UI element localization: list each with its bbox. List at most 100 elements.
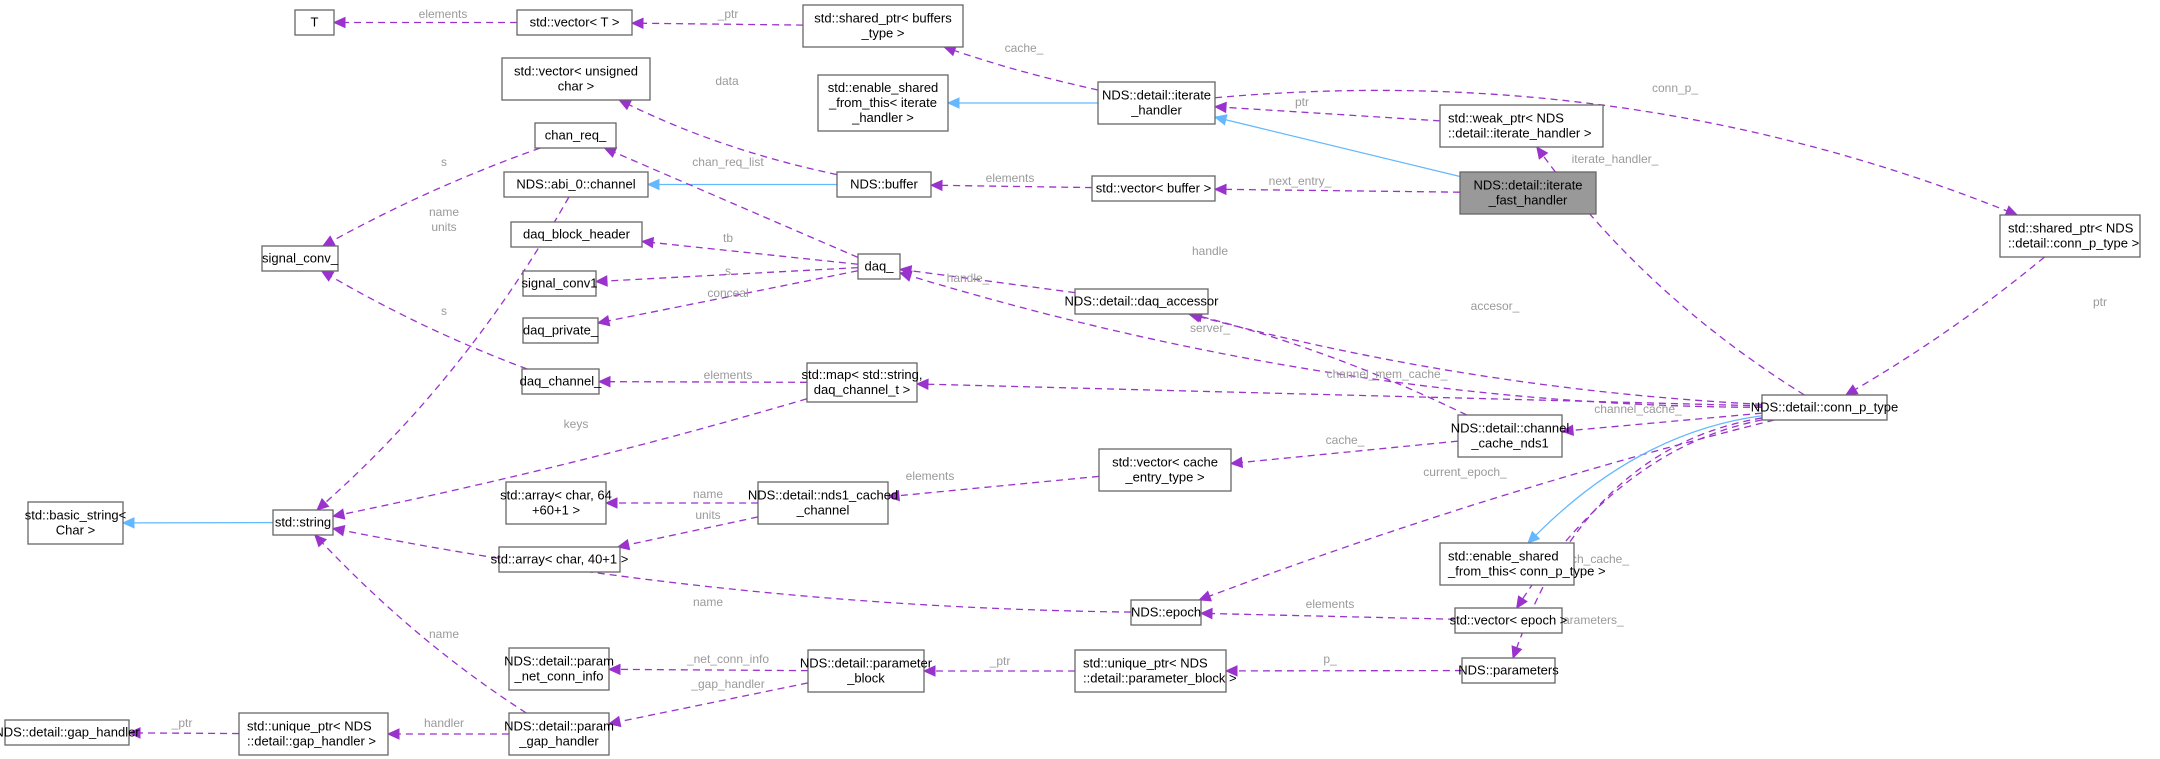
- node-box[interactable]: [757, 481, 889, 525]
- node-box[interactable]: [1457, 414, 1563, 458]
- edge-line: [898, 475, 1100, 497]
- class-node-arr64[interactable]: std::array< char, 64+60+1 >: [500, 481, 612, 525]
- class-node-sigconv1[interactable]: signal_conv1: [522, 270, 598, 297]
- node-box[interactable]: [498, 546, 621, 573]
- class-node-chcache[interactable]: NDS::detail::channel_cache_nds1: [1451, 414, 1570, 458]
- node-box[interactable]: [534, 122, 617, 149]
- node-box[interactable]: [516, 9, 633, 36]
- class-node-pgap[interactable]: NDS::detail::param_gap_handler: [504, 712, 614, 756]
- node-box[interactable]: [1439, 104, 1604, 148]
- node-box[interactable]: [836, 171, 932, 198]
- node-box[interactable]: [522, 270, 597, 297]
- class-node-uptrpblock[interactable]: std::unique_ptr< NDS::detail::parameter_…: [1074, 649, 1237, 693]
- class-node-channel[interactable]: NDS::abi_0::channel: [503, 171, 649, 198]
- class-node-esft_conn[interactable]: std::enable_shared_from_this< conn_p_typ…: [1439, 542, 1606, 586]
- class-node-string[interactable]: std::string: [272, 509, 334, 536]
- class-node-params[interactable]: NDS::parameters: [1458, 657, 1559, 684]
- edge-connp-to-chcache: channel_cache_: [1560, 402, 1763, 437]
- inheritance-arrowhead-icon: [646, 178, 660, 191]
- node-box[interactable]: [522, 317, 599, 344]
- node-box[interactable]: [4, 719, 130, 746]
- node-box[interactable]: [1454, 607, 1563, 634]
- node-box[interactable]: [1130, 599, 1202, 626]
- class-node-stdmap[interactable]: std::map< std::string,daq_channel_t >: [801, 362, 923, 403]
- node-box[interactable]: [1459, 171, 1597, 215]
- node-box[interactable]: [806, 362, 918, 403]
- class-node-basicstr[interactable]: std::basic_string<Char >: [25, 501, 127, 545]
- class-node-arr40[interactable]: std::array< char, 40+1 >: [491, 546, 629, 573]
- class-node-connp[interactable]: NDS::detail::conn_p_type: [1751, 394, 1898, 421]
- class-node-shconn[interactable]: std::shared_ptr< NDS::detail::conn_p_typ…: [1999, 214, 2141, 258]
- class-node-buffer[interactable]: NDS::buffer: [836, 171, 932, 198]
- node-box[interactable]: [802, 4, 964, 48]
- class-node-daq[interactable]: daq_: [857, 253, 901, 280]
- node-box[interactable]: [1439, 542, 1575, 586]
- class-node-veccache[interactable]: std::vector< cache_entry_type >: [1098, 448, 1232, 492]
- class-node-gaph[interactable]: NDS::detail::gap_handler: [0, 719, 140, 746]
- class-node-pnetconn[interactable]: NDS::detail::param_net_conn_info: [504, 647, 614, 691]
- node-box[interactable]: [1761, 394, 1888, 421]
- class-node-vecbuf[interactable]: std::vector< buffer >: [1091, 175, 1216, 202]
- class-node-shbuf[interactable]: std::shared_ptr< buffers_type >: [802, 4, 964, 48]
- node-box[interactable]: [238, 712, 389, 756]
- usage-arrowhead-icon: [331, 508, 346, 520]
- class-node-nds1cached[interactable]: NDS::detail::nds1_cached_channel: [748, 481, 898, 525]
- node-box[interactable]: [857, 253, 901, 280]
- class-node-epoch[interactable]: NDS::epoch: [1130, 599, 1202, 626]
- class-node-sigconv[interactable]: signal_conv_: [261, 245, 339, 272]
- class-node-chanreq[interactable]: chan_req_: [534, 122, 617, 149]
- node-label: NDS::epoch: [1131, 605, 1201, 620]
- usage-arrowhead-icon: [603, 147, 618, 158]
- node-box[interactable]: [508, 712, 610, 756]
- edge-label: handle: [1192, 244, 1228, 258]
- class-node-daqchan[interactable]: daq_channel_: [520, 368, 602, 395]
- node-box[interactable]: [501, 57, 651, 101]
- node-box[interactable]: [261, 245, 339, 272]
- node-box[interactable]: [1097, 81, 1216, 125]
- edge-line: [910, 275, 1763, 408]
- class-node-vecepoch[interactable]: std::vector< epoch >: [1450, 607, 1568, 634]
- node-box[interactable]: [505, 481, 607, 525]
- node-box[interactable]: [508, 647, 610, 691]
- node-box[interactable]: [510, 221, 643, 248]
- node-box[interactable]: [294, 9, 335, 36]
- edge-weakit-to-iterh: ptr: [1213, 95, 1441, 122]
- node-box[interactable]: [1461, 657, 1556, 684]
- node-box[interactable]: [1074, 288, 1209, 315]
- class-node-pblock[interactable]: NDS::detail::parameter_block: [800, 649, 933, 693]
- class-node-vecT[interactable]: std::vector< T >: [516, 9, 633, 36]
- node-label: std::vector< cache: [1112, 455, 1218, 470]
- node-box[interactable]: [521, 368, 600, 395]
- edge-iterh-to-shconn: conn_p_: [1214, 81, 2019, 217]
- node-box[interactable]: [817, 74, 949, 132]
- edge-label: _ptr: [989, 654, 1011, 668]
- edge-line: [322, 542, 527, 714]
- edge-line: [608, 270, 859, 322]
- edge-connp-to-params: parameters_: [1511, 417, 1763, 660]
- class-node-iterfast[interactable]: NDS::detail::iterate_fast_handler: [1459, 171, 1597, 215]
- usage-arrowhead-icon: [640, 236, 655, 249]
- node-box[interactable]: [1999, 214, 2141, 258]
- edges-layer: elements_ptrcache_conn_p_ptrnext_entry_d…: [121, 7, 2107, 740]
- edge-line: [1241, 440, 1459, 464]
- class-node-daqacc[interactable]: NDS::detail::daq_accessor: [1065, 288, 1220, 315]
- class-node-iterh[interactable]: NDS::detail::iterate_handler: [1097, 81, 1216, 125]
- node-box[interactable]: [1098, 448, 1232, 492]
- node-box[interactable]: [27, 501, 124, 545]
- class-node-T[interactable]: T: [294, 9, 335, 36]
- node-box[interactable]: [807, 649, 925, 693]
- class-node-esft_it[interactable]: std::enable_shared_from_this< iterate_ha…: [817, 74, 949, 132]
- usage-arrowhead-icon: [898, 270, 913, 282]
- class-node-uptrgap[interactable]: std::unique_ptr< NDS::detail::gap_handle…: [238, 712, 389, 756]
- node-box[interactable]: [272, 509, 334, 536]
- edge-shconn-to-connp: ptr: [1844, 256, 2107, 396]
- class-node-weakit[interactable]: std::weak_ptr< NDS::detail::iterate_hand…: [1439, 104, 1604, 148]
- node-box[interactable]: [503, 171, 649, 198]
- node-label: Char >: [56, 523, 95, 538]
- node-box[interactable]: [1091, 175, 1216, 202]
- node-box[interactable]: [1074, 649, 1227, 693]
- class-node-daqpriv[interactable]: daq_private_: [522, 317, 599, 344]
- class-node-daqbh[interactable]: daq_block_header: [510, 221, 643, 248]
- edge-daqchan-to-sigconv: s: [320, 270, 528, 370]
